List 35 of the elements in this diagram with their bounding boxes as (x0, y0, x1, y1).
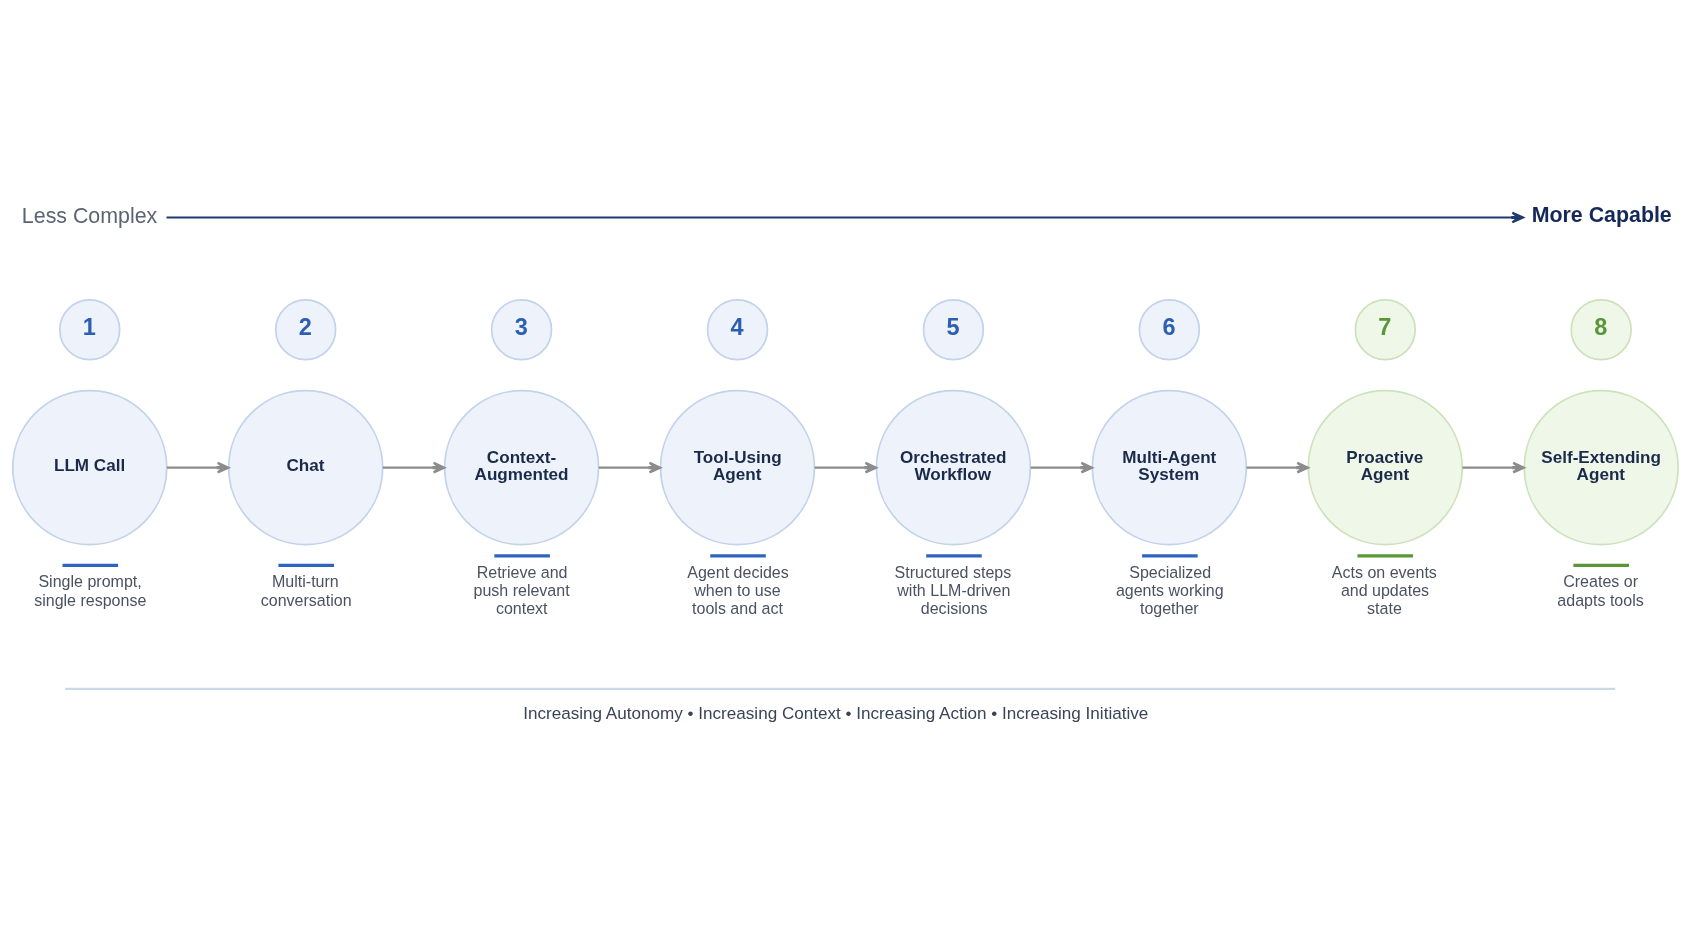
node-circle: 2 (274, 298, 337, 361)
node-label: Specialized agents working together (1115, 562, 1224, 617)
node-circle: Tool-Using Agent (659, 389, 816, 545)
node-circle: Self-Extending Agent (1523, 389, 1679, 545)
node-label: Structured steps with LLM-driven decisions (894, 562, 1012, 617)
node-circle: LLM Call (11, 389, 168, 545)
arrow (166, 211, 1525, 223)
node-circle: 3 (490, 298, 553, 361)
node-circle: 7 (1354, 298, 1417, 361)
node-circle: Multi-Agent System (1091, 389, 1248, 545)
node-text: More Capable (1531, 202, 1672, 227)
arrow (382, 461, 446, 473)
node-label: Creates or adapts tools (1557, 571, 1644, 609)
node-circle: Context-Augmented (443, 389, 600, 545)
node-circle: 8 (1570, 298, 1632, 361)
node-label: Retrieve and push relevant context (473, 562, 570, 617)
node-label: Single prompt, single response (34, 571, 147, 609)
node-label: Agent decides when to use tools and act (687, 562, 789, 617)
node-circle: Orchestrated Workflow (875, 389, 1032, 545)
label: Increasing Autonomy • Increasing Context • Increasing Action • Increasing Initiative (523, 703, 1149, 723)
node-label: Acts on events and updates state (1331, 562, 1437, 617)
node-circle: Chat (227, 389, 384, 545)
node-circle: Proactive Agent (1307, 389, 1464, 545)
node-circle: 6 (1138, 298, 1201, 361)
arrow (166, 461, 230, 473)
arrow (814, 461, 878, 473)
arrow (1030, 461, 1094, 473)
node-circle: 1 (58, 298, 121, 361)
node-circle: 5 (922, 298, 985, 361)
node-label: Multi-turn conversation (260, 571, 352, 609)
node-circle: 4 (706, 298, 769, 361)
node-text: Less Complex (21, 203, 158, 228)
arrow (598, 461, 662, 473)
arrow (1462, 461, 1525, 473)
arrow (1246, 461, 1310, 473)
